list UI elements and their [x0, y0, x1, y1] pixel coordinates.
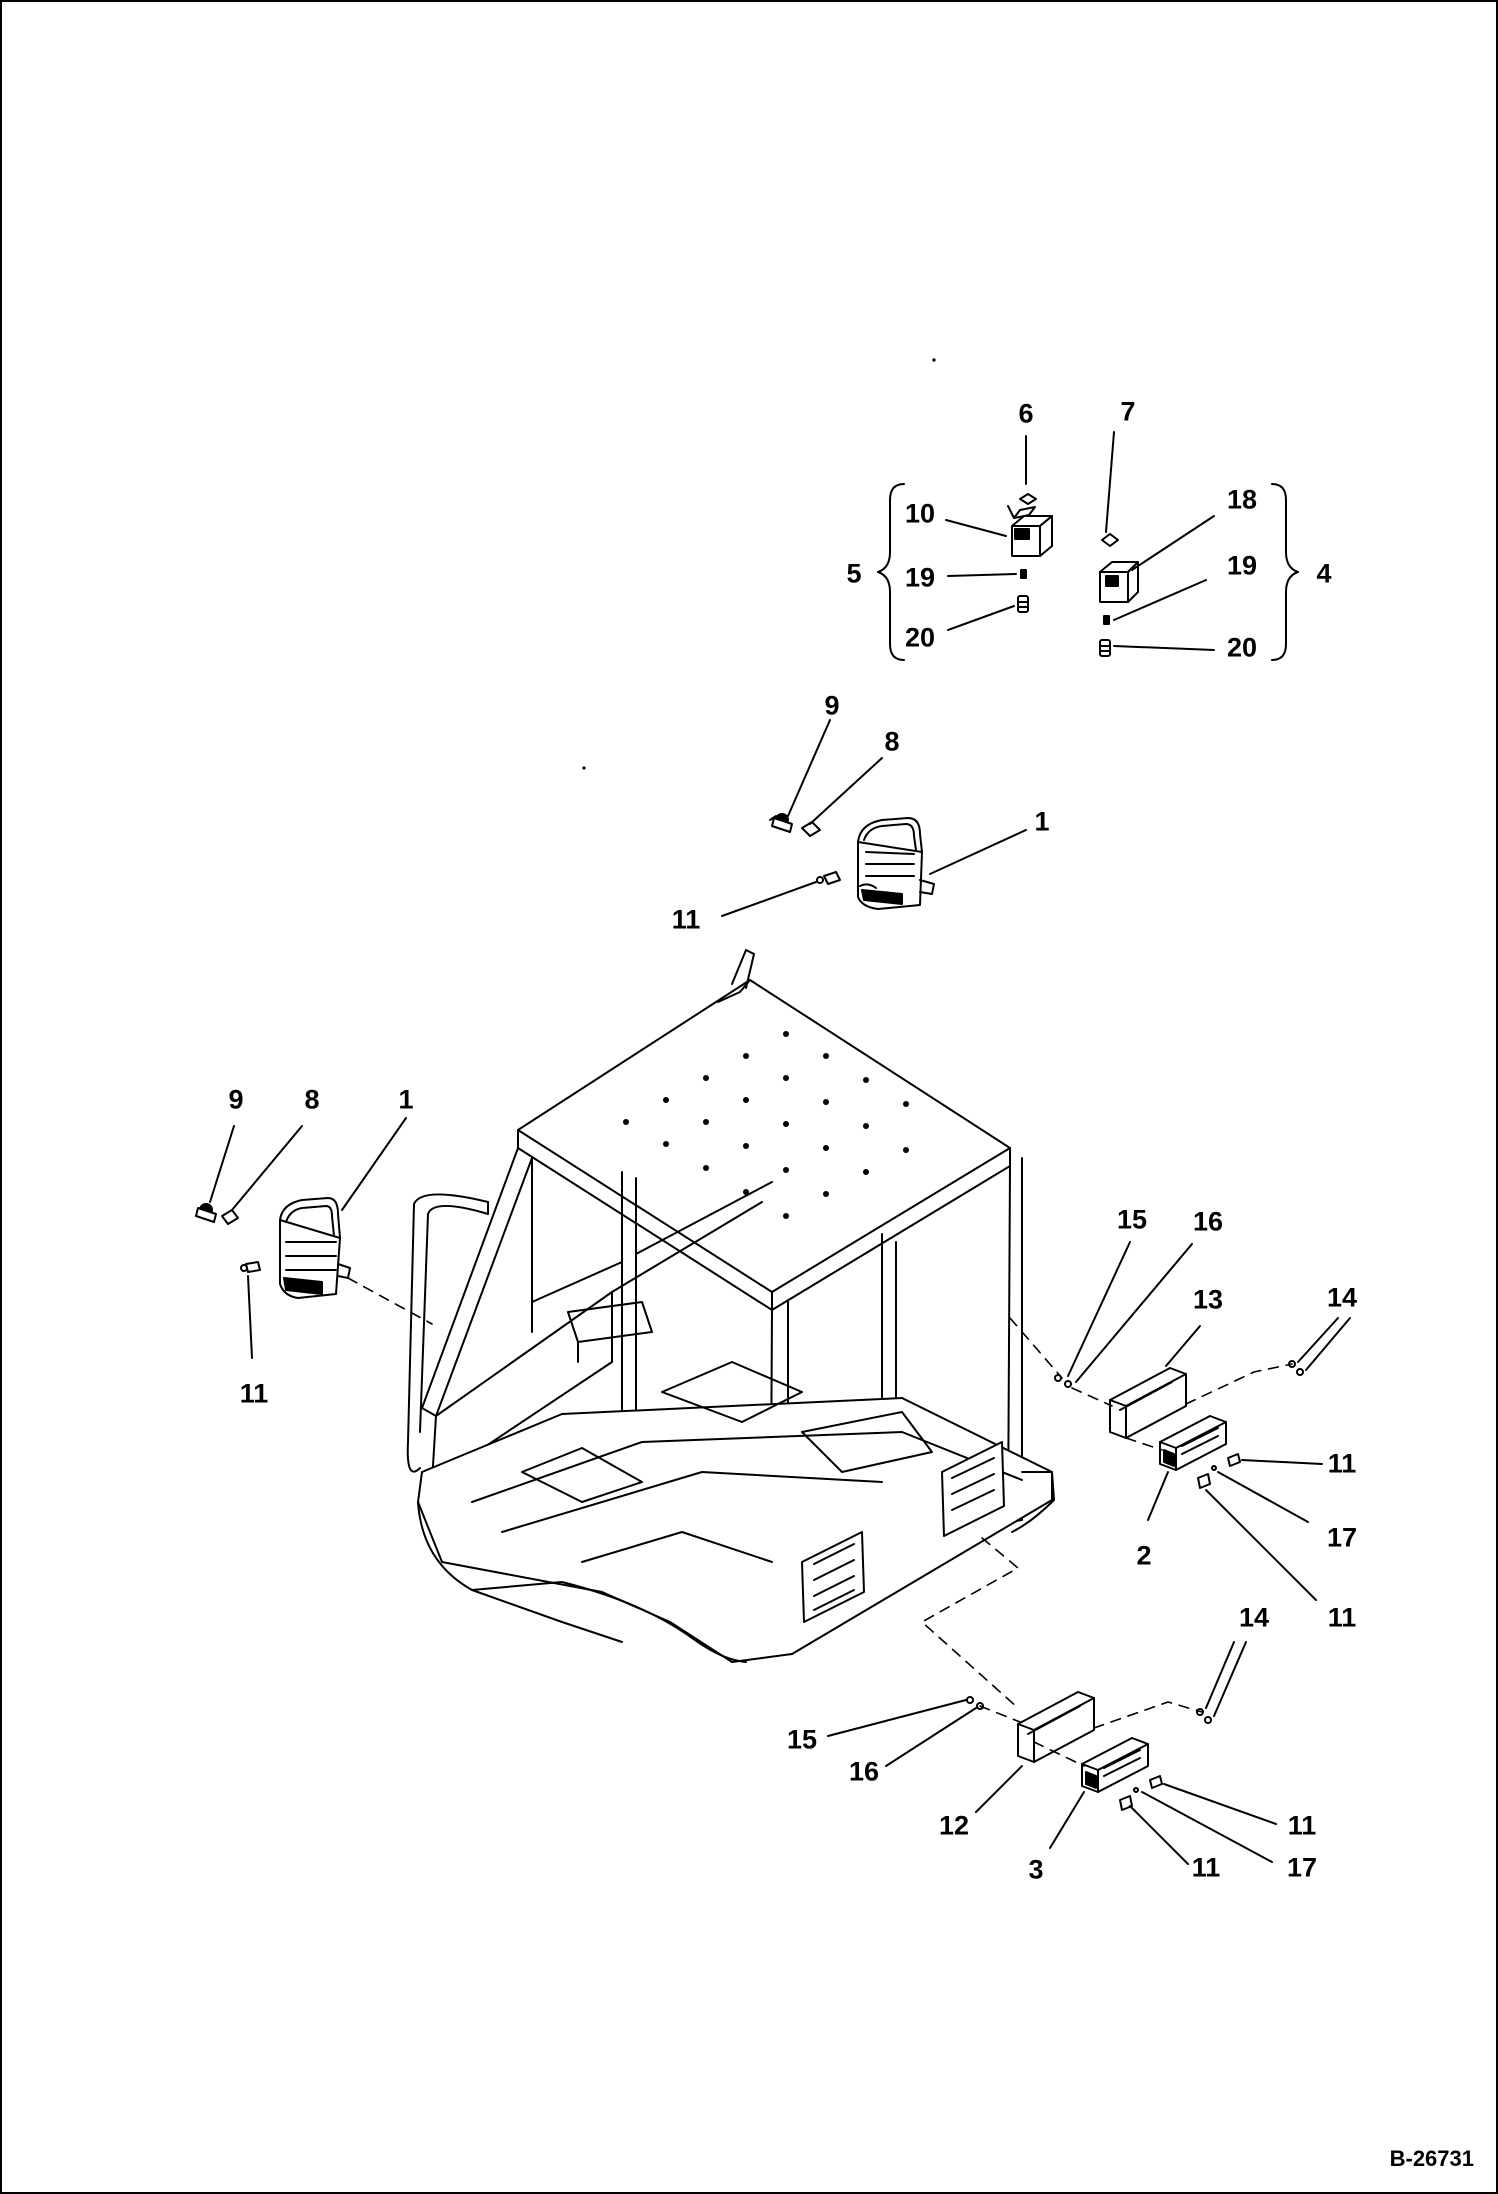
screw-11-upper-drawing	[816, 871, 841, 885]
callout-19-right: 19	[1226, 550, 1258, 581]
screws-14-lower-drawing	[1196, 1708, 1212, 1724]
bracket-13-drawing	[1109, 1367, 1187, 1439]
stray-dots	[582, 358, 936, 770]
callout-16-lower: 16	[848, 1756, 880, 1787]
part-7-drawing	[1101, 533, 1119, 547]
work-light-upper-drawing	[857, 817, 935, 910]
callout-10: 10	[904, 498, 936, 529]
screws-15-16-lower-drawing	[966, 1696, 984, 1710]
cab-frame-drawing	[406, 949, 1055, 1663]
part-20b-drawing	[1099, 639, 1111, 657]
callout-11-rear-a: 11	[1327, 1448, 1357, 1479]
work-light-left-drawing	[279, 1197, 351, 1299]
callout-6: 6	[1018, 398, 1034, 429]
switch-group-5-brace	[877, 483, 905, 661]
rear-light-2-drawing	[1159, 1415, 1227, 1471]
callout-16-upper: 16	[1192, 1206, 1224, 1237]
callout-1-left: 1	[398, 1084, 414, 1115]
leader-lines	[209, 431, 1351, 1865]
callout-5: 5	[846, 558, 862, 589]
bolt-9-left-drawing	[195, 1203, 217, 1223]
part-20a-drawing	[1017, 595, 1029, 613]
callout-11-upper: 11	[671, 904, 701, 935]
callout-9-left: 9	[228, 1084, 244, 1115]
callout-3: 3	[1028, 1854, 1044, 1885]
callout-7: 7	[1120, 396, 1136, 427]
callout-11-rear-b: 11	[1327, 1602, 1357, 1633]
part-19a-drawing	[1020, 569, 1027, 579]
switch-10-drawing	[1007, 505, 1053, 557]
washer-8-left-drawing	[221, 1209, 239, 1225]
screws-14-upper-drawing	[1288, 1360, 1304, 1376]
rear-light-3-drawing	[1081, 1737, 1149, 1793]
screw-11-left-drawing	[240, 1261, 261, 1273]
bolt-9-upper-drawing	[769, 813, 793, 833]
callout-2: 2	[1136, 1540, 1152, 1571]
callout-8-upper: 8	[884, 726, 900, 757]
callout-18: 18	[1226, 484, 1258, 515]
callout-12: 12	[938, 1810, 970, 1841]
screws-11-17-upper-drawing	[1197, 1453, 1241, 1489]
callout-14-upper: 14	[1326, 1282, 1358, 1313]
callout-19-left: 19	[904, 562, 936, 593]
callout-20-right: 20	[1226, 632, 1258, 663]
callout-11-rear-d: 11	[1191, 1852, 1221, 1883]
callout-1-upper: 1	[1034, 806, 1050, 837]
callout-4: 4	[1316, 558, 1332, 589]
callout-11-rear-c: 11	[1287, 1810, 1317, 1841]
switch-18-drawing	[1099, 561, 1139, 603]
callout-20-left: 20	[904, 622, 936, 653]
part-19b-drawing	[1103, 615, 1110, 625]
screws-11-17-lower-drawing	[1119, 1775, 1163, 1811]
callout-17-lower: 17	[1286, 1852, 1318, 1883]
reference-code: B-26731	[1389, 2146, 1474, 2171]
callout-14-lower: 14	[1238, 1602, 1270, 1633]
callout-11-left: 11	[239, 1378, 269, 1409]
callout-15-lower: 15	[786, 1724, 818, 1755]
bracket-12-drawing	[1017, 1691, 1095, 1763]
callout-17-upper: 17	[1326, 1522, 1358, 1553]
callout-15-upper: 15	[1116, 1204, 1148, 1235]
washer-8-upper-drawing	[801, 821, 821, 837]
callout-8-left: 8	[304, 1084, 320, 1115]
switch-group-4-brace	[1271, 483, 1299, 661]
callout-9-upper: 9	[824, 690, 840, 721]
callout-13: 13	[1192, 1284, 1224, 1315]
assembly-dashed-lines	[347, 1277, 1293, 1767]
part-6-drawing	[1019, 493, 1037, 505]
